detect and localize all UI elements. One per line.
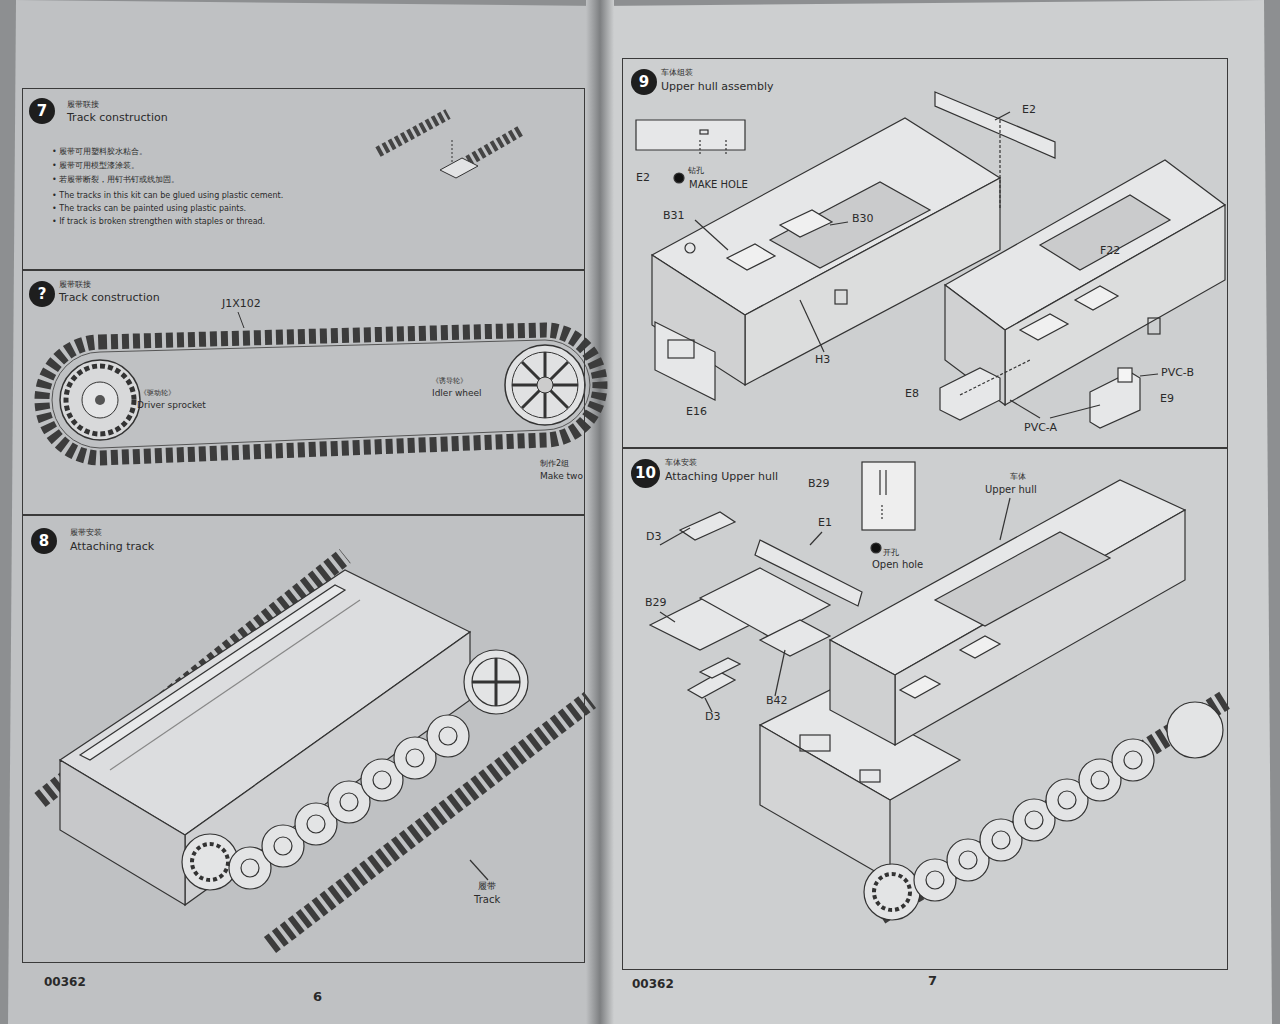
- part-number: E1: [818, 517, 832, 529]
- part-number: B29: [808, 478, 830, 490]
- part-number: PVC-B: [1161, 367, 1194, 379]
- part-number: E2: [1022, 104, 1036, 116]
- annotation: Upper hull: [985, 484, 1037, 495]
- step-panel: 履带联接 Track construction?: [22, 270, 585, 515]
- step-number: 7: [29, 98, 55, 124]
- annotation: • 履带可用塑料胶水粘合。: [52, 148, 147, 157]
- annotation: 车体: [1010, 473, 1026, 482]
- annotation: 钻孔: [688, 167, 704, 176]
- annotation: 制作2组: [540, 460, 569, 469]
- step-number-text: 10: [635, 466, 656, 481]
- step-number-text: 8: [39, 534, 49, 549]
- step-title-cn: 车体组装: [661, 69, 693, 78]
- part-number: B42: [766, 695, 788, 707]
- step-title-cn: 履带联接: [67, 101, 99, 110]
- upper-hull-parts: [636, 92, 1225, 428]
- part-number: E16: [686, 406, 707, 418]
- step-panel: 履带安装 Attaching track 8: [22, 515, 585, 963]
- part-number: D3: [646, 531, 661, 543]
- step-title-cn: 车体安装: [665, 459, 697, 468]
- part-number: H3: [815, 354, 830, 366]
- track-links: [378, 114, 522, 178]
- track-loop: [42, 312, 600, 458]
- lower-hull: [40, 556, 590, 945]
- vehicle-assembly: [650, 462, 1225, 920]
- part-number: E8: [905, 388, 919, 400]
- step-panel: 车体组装 Upper hull assembly 9: [622, 58, 1228, 448]
- step-title: Track construction: [67, 112, 168, 124]
- part-number: D3: [705, 711, 720, 723]
- annotation: 《诱导轮》: [432, 378, 467, 386]
- step-title: Track construction: [59, 292, 160, 304]
- part-number: F22: [1100, 245, 1120, 257]
- step-number: ?: [29, 281, 55, 307]
- annotation: • If track is broken strengthen with sta…: [52, 218, 265, 227]
- step-title: Upper hull assembly: [661, 81, 774, 93]
- annotation: 7: [928, 974, 937, 988]
- step-number: 9: [631, 69, 657, 95]
- part-number: B30: [852, 213, 874, 225]
- annotation: 《驱动轮》: [140, 390, 175, 398]
- step-number-text: ?: [38, 287, 47, 302]
- step-number-text: 9: [639, 75, 649, 90]
- part-number: E9: [1160, 393, 1174, 405]
- step-number: 10: [631, 459, 660, 488]
- annotation: 开孔: [883, 549, 899, 558]
- part-number: J1X102: [222, 298, 261, 310]
- step-title-cn: 履带联接: [59, 281, 91, 290]
- part-number: PVC-A: [1024, 422, 1057, 434]
- part-number: B29: [645, 597, 667, 609]
- step-title: Attaching track: [70, 541, 154, 553]
- annotation: • The tracks in this kit can be glued us…: [52, 192, 283, 201]
- step-number: 8: [31, 528, 57, 554]
- annotation: MAKE HOLE: [689, 179, 748, 190]
- annotation: 6: [313, 990, 322, 1004]
- annotation: 履带: [478, 882, 496, 892]
- annotation: Track: [474, 894, 500, 905]
- annotation: 00362: [44, 976, 86, 989]
- annotation: Idler wheel: [432, 389, 482, 399]
- annotation: • 履带可用模型漆涂装。: [52, 162, 139, 171]
- annotation: • 若履带断裂，用钉书钉或线加固。: [52, 176, 179, 185]
- step-number-text: 7: [37, 104, 47, 119]
- annotation: Driver sprocket: [137, 401, 206, 411]
- annotation: Make two: [540, 472, 583, 482]
- annotation: Open hole: [872, 559, 923, 570]
- part-number: B31: [663, 210, 685, 222]
- annotation: 00362: [632, 978, 674, 991]
- annotation: • The tracks can be painted using plasti…: [52, 205, 246, 214]
- step-panel: 车体安装 Attaching Upper hull 10: [622, 448, 1228, 970]
- part-number: E2: [636, 172, 650, 184]
- step-title: Attaching Upper hull: [665, 471, 778, 483]
- step-title-cn: 履带安装: [70, 529, 102, 538]
